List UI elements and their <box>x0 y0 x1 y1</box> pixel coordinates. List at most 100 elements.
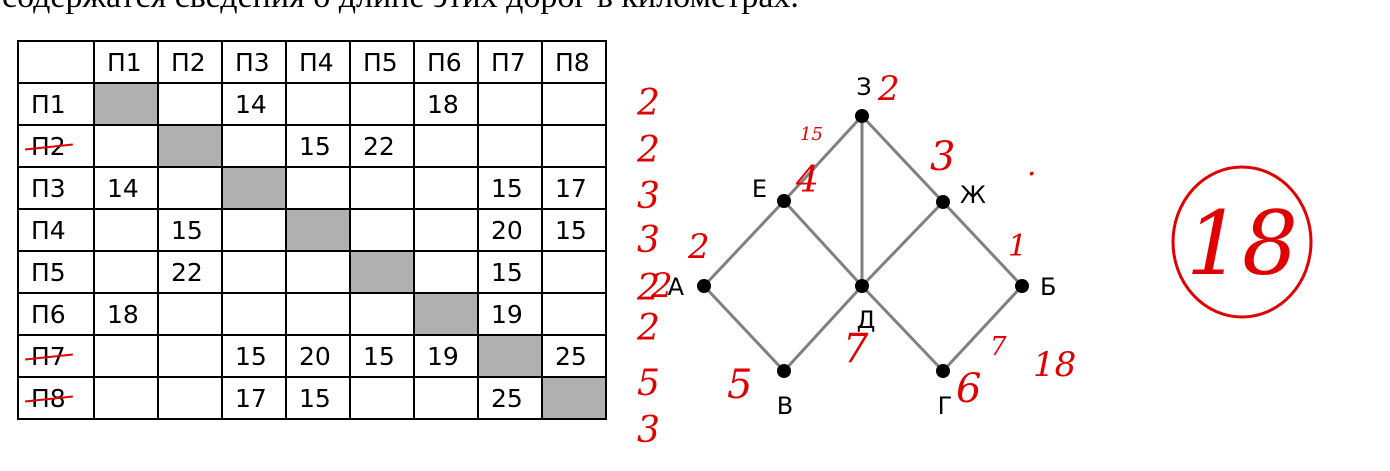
table-cell: 18 <box>93 292 159 336</box>
table-cell <box>93 376 159 420</box>
mark-e: 4 <box>795 160 819 201</box>
row-header-label: П8 <box>31 383 66 413</box>
node-label: З <box>856 73 871 101</box>
table-cell: 14 <box>93 166 159 210</box>
column-header: П7 <box>477 40 543 84</box>
graph-node <box>697 279 711 293</box>
row-header: П5 <box>17 250 95 294</box>
table-cell <box>157 292 223 336</box>
row-annotations: 2 2 3 3 2 2 5 3 <box>636 83 660 451</box>
mark-z: 2 <box>877 69 900 109</box>
table-cell <box>221 292 287 336</box>
row-header-label: П1 <box>31 89 66 119</box>
table-cell <box>157 82 223 126</box>
table-cell: 14 <box>221 82 287 126</box>
row-mark-3: 3 <box>637 176 660 217</box>
column-header: П6 <box>413 40 479 84</box>
table-cell: 15 <box>349 334 415 378</box>
row-mark-5: 2 <box>636 268 660 309</box>
graph-edge <box>702 284 786 373</box>
row-header: П1 <box>17 82 95 126</box>
row-header-label: П4 <box>31 215 66 245</box>
diagonal-cell <box>157 124 223 168</box>
mark-b-edge: 1 <box>1008 229 1027 264</box>
table-cell <box>349 82 415 126</box>
row-header: П3 <box>17 166 95 210</box>
table-cell: 25 <box>541 334 607 378</box>
row-mark-1: 2 <box>636 83 660 124</box>
mark-v: 5 <box>727 362 752 408</box>
table-cell <box>93 208 159 252</box>
table-cell: 15 <box>285 124 351 168</box>
node-label: Б <box>1040 273 1056 301</box>
graph-node <box>777 194 791 208</box>
table-cell <box>413 208 479 252</box>
mark-a: 2 <box>687 227 710 267</box>
table-cell <box>285 292 351 336</box>
graph-edge <box>860 200 945 288</box>
row-header: П7 <box>17 334 95 378</box>
mark-a2: 2 <box>650 266 673 306</box>
table-cell <box>349 376 415 420</box>
graph-node <box>936 364 950 378</box>
mark-small: 15 <box>800 124 823 145</box>
table-cell: 20 <box>477 208 543 252</box>
graph-node <box>936 195 950 209</box>
graph-node <box>1015 279 1029 293</box>
row-header-label: П6 <box>31 299 66 329</box>
table-cell: 15 <box>285 376 351 420</box>
table-cell: 18 <box>413 82 479 126</box>
graph-edge <box>702 199 786 288</box>
graph-edge <box>941 200 1024 288</box>
table-cell: 15 <box>477 166 543 210</box>
mark-zh: 3 <box>930 134 955 180</box>
answer-text: 18 <box>1186 192 1298 295</box>
table-cell <box>157 166 223 210</box>
row-mark-6: 2 <box>636 308 660 349</box>
table-cell <box>541 292 607 336</box>
table-cell <box>541 250 607 294</box>
table-cell <box>413 166 479 210</box>
node-label: Г <box>938 392 953 420</box>
corner-cell <box>17 40 95 84</box>
graph-edge <box>860 114 945 204</box>
table-cell <box>93 334 159 378</box>
node-label: Ж <box>960 181 986 209</box>
mark-g: 6 <box>956 366 981 412</box>
column-header: П8 <box>541 40 607 84</box>
row-header: П4 <box>17 208 95 252</box>
table-row: П6 18 19 <box>17 292 607 336</box>
table-cell <box>477 82 543 126</box>
answer-mark: 18 <box>1171 165 1313 319</box>
table-cell <box>285 166 351 210</box>
table-cell: 19 <box>413 334 479 378</box>
table-cell <box>221 208 287 252</box>
table-cell <box>349 292 415 336</box>
graph-edge <box>782 284 864 373</box>
table-cell <box>413 376 479 420</box>
table-cell <box>413 250 479 294</box>
table-cell: 15 <box>221 334 287 378</box>
problem-caption: содержатся сведения о длине этих дорог в… <box>2 0 799 16</box>
table-cell: 17 <box>221 376 287 420</box>
table-cell: 19 <box>477 292 543 336</box>
mark-g-edge: 7 <box>990 332 1007 362</box>
table-cell: 22 <box>157 250 223 294</box>
table-cell: 17 <box>541 166 607 210</box>
node-label: Е <box>752 175 767 203</box>
graph-edge <box>941 284 1024 373</box>
row-header: П6 <box>17 292 95 336</box>
table-cell <box>221 124 287 168</box>
graph-edge <box>860 284 945 373</box>
mark-right: 18 <box>1033 345 1076 385</box>
table-cell <box>285 250 351 294</box>
mark-dot: · <box>1027 157 1037 192</box>
row-header-label: П2 <box>31 131 66 161</box>
diagonal-cell <box>221 166 287 210</box>
row-mark-4: 3 <box>637 220 660 261</box>
row-header-label: П7 <box>31 341 66 371</box>
